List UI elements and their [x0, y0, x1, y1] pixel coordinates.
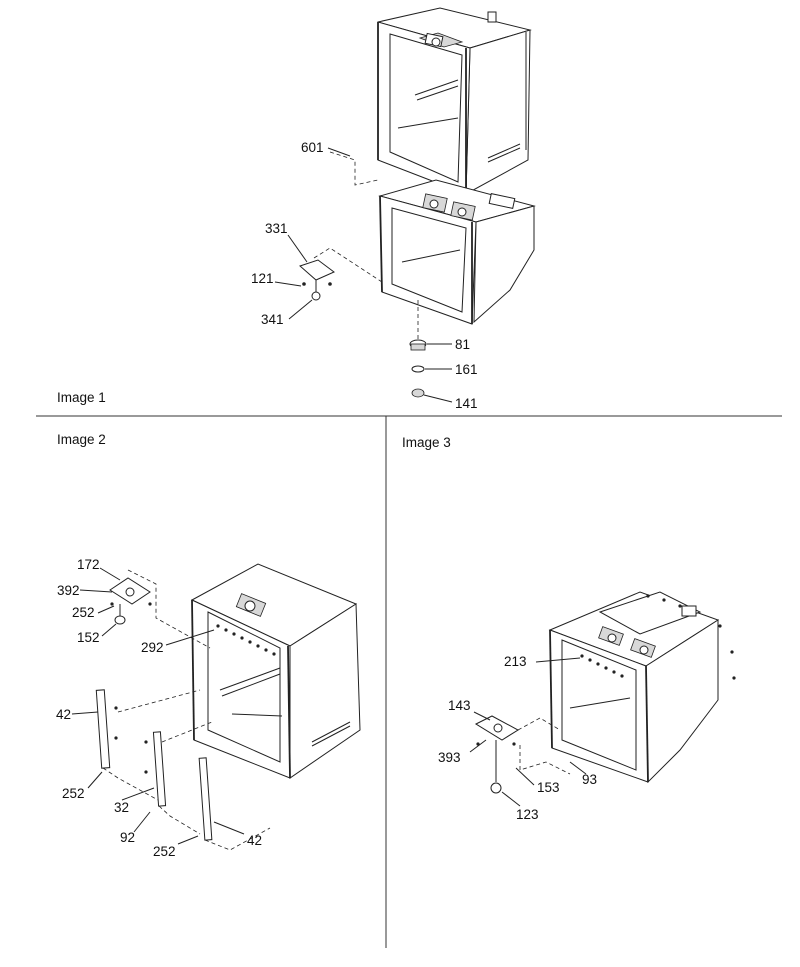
upper-cabinet [377, 7, 532, 195]
callout-32: 32 [114, 800, 129, 815]
image3-drawing: 213 143 393 153 93 123 [438, 591, 736, 822]
image3-cabinet [548, 591, 736, 784]
callout-152: 152 [77, 630, 100, 645]
callout-42-right: 42 [247, 833, 262, 848]
callout-252-top: 252 [72, 605, 95, 620]
rail-right [198, 757, 213, 841]
callout-213: 213 [504, 654, 527, 669]
image1-drawing: 601 331 121 341 81 161 141 [251, 7, 536, 411]
callout-143: 143 [448, 698, 471, 713]
callout-292: 292 [141, 640, 164, 655]
callout-393: 393 [438, 750, 461, 765]
callout-153: 153 [537, 780, 560, 795]
callout-392: 392 [57, 583, 80, 598]
callout-93: 93 [582, 772, 597, 787]
image3-title: Image 3 [402, 435, 451, 450]
callout-141: 141 [455, 396, 478, 411]
callout-331: 331 [265, 221, 288, 236]
callout-161: 161 [455, 362, 478, 377]
callout-81: 81 [455, 337, 470, 352]
lower-cabinet [378, 179, 536, 325]
callout-172: 172 [77, 557, 100, 572]
image2-cabinet [190, 563, 361, 779]
callout-123: 123 [516, 807, 539, 822]
callout-601: 601 [301, 140, 324, 155]
callout-92: 92 [120, 830, 135, 845]
image1-title: Image 1 [57, 390, 106, 405]
callout-252-bottom: 252 [153, 844, 176, 859]
hinge-bracket [299, 259, 335, 281]
callout-341: 341 [261, 312, 284, 327]
image2-title: Image 2 [57, 432, 106, 447]
rail-left [95, 689, 111, 769]
rail-middle [152, 731, 167, 807]
image2-drawing: 172 392 252 152 292 42 252 32 92 252 42 [56, 557, 361, 859]
callout-121: 121 [251, 271, 274, 286]
callout-252-mid: 252 [62, 786, 85, 801]
callout-42-left: 42 [56, 707, 71, 722]
